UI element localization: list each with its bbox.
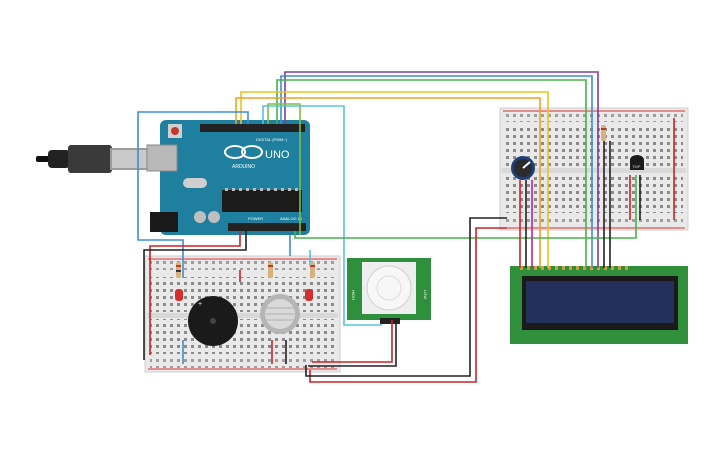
analog-header-label: ANALOG IN [280,216,302,221]
wire-red-power [149,231,241,355]
wire-orange [235,97,541,268]
power-header-label: POWER [248,216,263,221]
svg-text:+: + [198,301,202,308]
usb-cable-icon [36,145,150,173]
wire-lime [267,103,301,235]
pir-label-right: LOW [423,290,428,299]
arduino-uno-board: UNO ARDUINO DIGITAL (PWM~) POWER ANALOG … [146,120,310,235]
arduino-logo [224,145,263,159]
led-icon [175,289,313,301]
wires [137,71,675,383]
temperature-sensor: TMP [630,155,644,170]
gas-sensor-icon [260,294,300,334]
buzzer-icon: + [188,296,238,346]
wire-red-right [309,227,507,383]
resistor-icon-right [601,125,606,141]
wire-pir-red [312,320,393,363]
wire-black-right [305,217,507,377]
arduino-brand: ARDUINO [232,164,255,170]
wire-cyan [262,105,382,326]
digital-header-label: DIGITAL (PWM~) [256,137,288,142]
temp-sensor-label: TMP [632,164,641,169]
potentiometer-icon[interactable] [511,156,535,180]
reset-button-icon[interactable] [168,124,182,138]
wire-black-gnd [143,231,247,360]
pir-motion-sensor: HIGH LOW [347,258,431,324]
pir-label-left: HIGH [351,290,356,300]
wire-green-top [276,79,587,268]
wire-blue-top [280,75,593,268]
wire-yellow [240,91,549,268]
wire-pir-black [308,320,397,367]
wire-green-right [294,175,637,239]
arduino-model: UNO [265,149,290,161]
resistor-icon [176,262,315,278]
lcd-display [510,266,688,344]
